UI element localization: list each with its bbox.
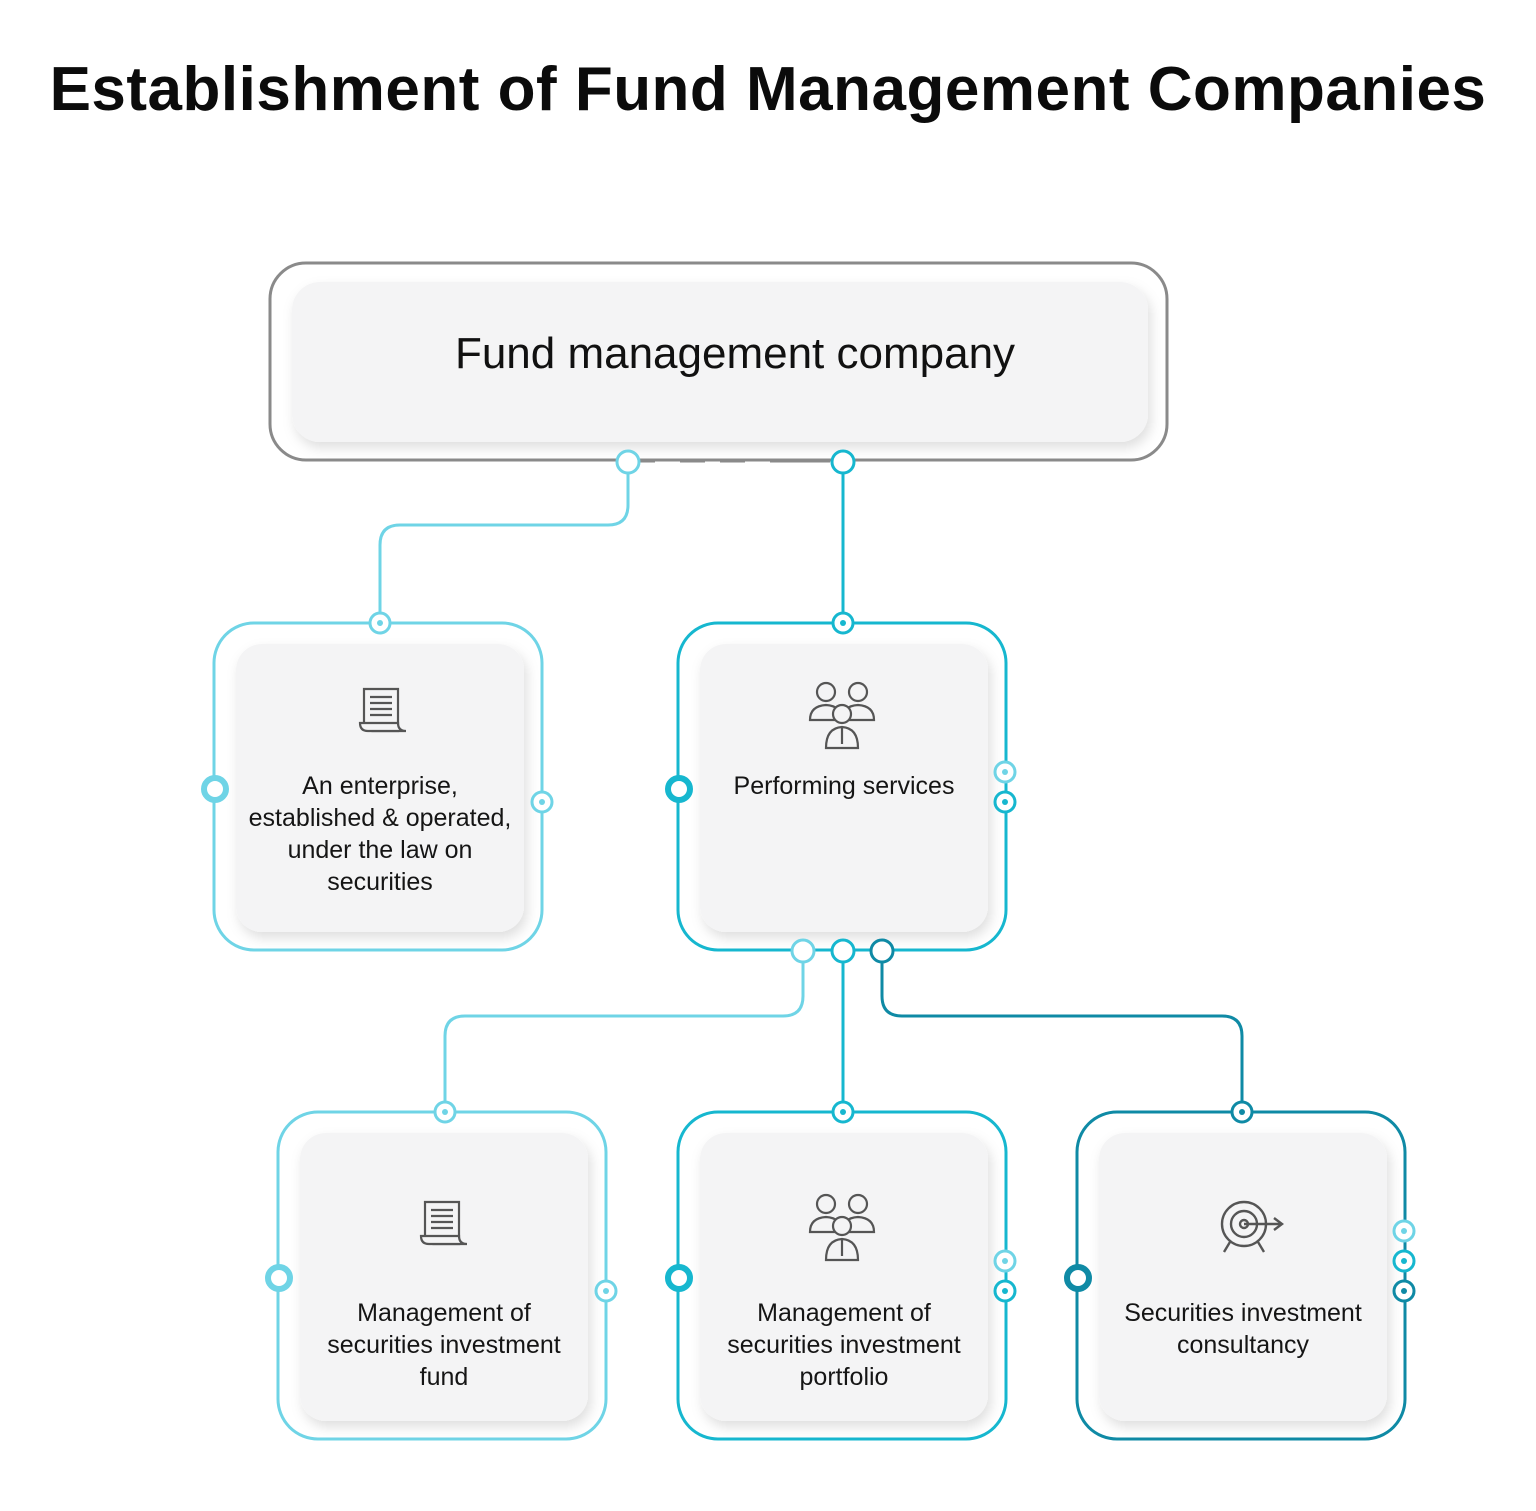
connector-root-enterprise bbox=[378, 473, 630, 612]
card-portfolio bbox=[700, 1133, 988, 1421]
document-icon bbox=[358, 687, 407, 733]
card-label-fund: Management of securities investment fund bbox=[327, 1299, 561, 1391]
root-box bbox=[292, 282, 1148, 442]
diagram-title: Establishment of Fund Management Compani… bbox=[49, 55, 1487, 124]
card-fund bbox=[300, 1133, 588, 1421]
connector-services-consultancy bbox=[880, 962, 1244, 1101]
card-consultancy bbox=[1099, 1133, 1387, 1421]
card-services bbox=[700, 644, 988, 932]
card-label-consultancy: Securities investment consultancy bbox=[1124, 1299, 1362, 1359]
people-group-icon bbox=[808, 681, 876, 750]
target-icon bbox=[1220, 1200, 1284, 1253]
card-label-enterprise: An enterprise, established & operated, u… bbox=[248, 772, 512, 896]
card-label-portfolio: Management of securities investment port… bbox=[727, 1299, 961, 1391]
document-icon bbox=[419, 1200, 468, 1246]
card-enterprise bbox=[236, 644, 524, 932]
people-group-icon bbox=[808, 1193, 876, 1262]
card-label-services: Performing services bbox=[733, 772, 955, 800]
root-label: Fund management company bbox=[454, 329, 1016, 378]
connector-services-fund bbox=[443, 962, 805, 1101]
connector-dots bbox=[201, 449, 1416, 1303]
